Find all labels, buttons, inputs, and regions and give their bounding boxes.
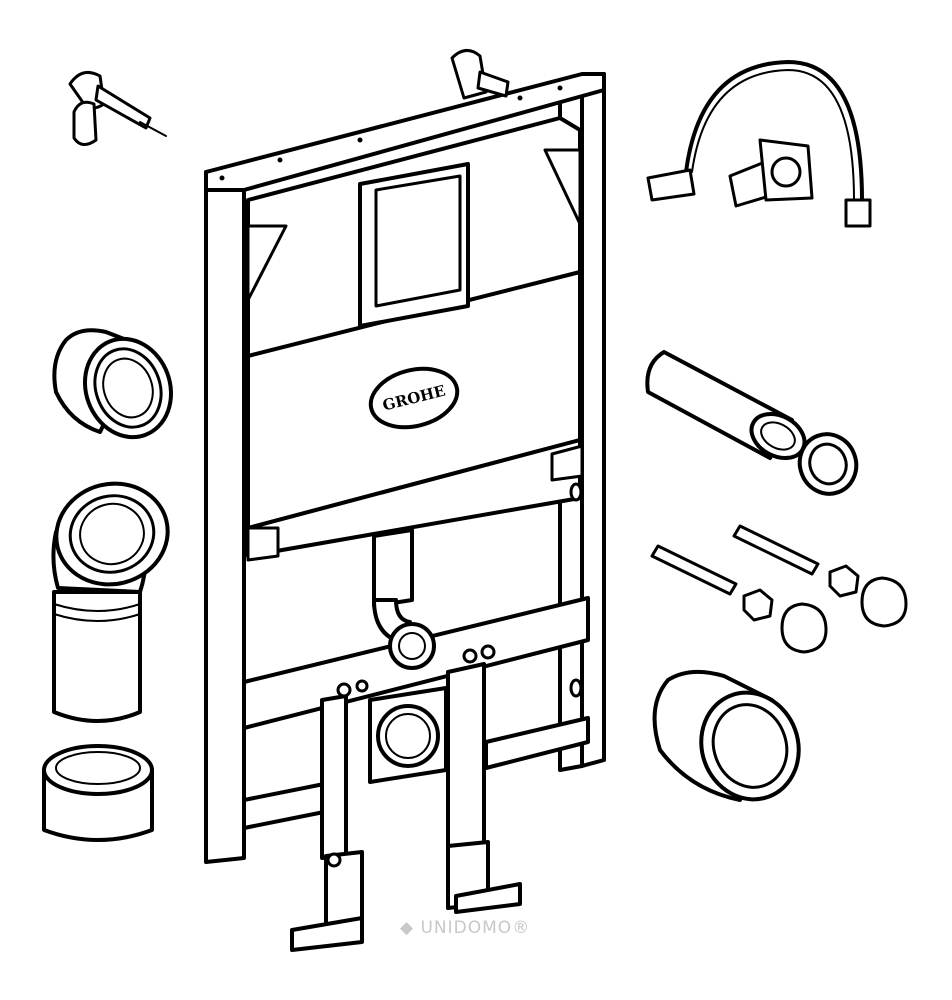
cap-nut-icon [780,576,908,654]
flush-pipe-icon [645,350,807,461]
nut-icon [742,564,860,622]
brand-logo: GROHE [368,366,460,430]
watermark-icon: ◆ [400,918,415,938]
wall-anchor-bracket-icon [68,70,167,146]
wc-connector-sleeve-icon [652,669,801,802]
water-supply-hose-icon [646,60,872,228]
watermark: ◆ UNIDOMO® [400,918,531,938]
installation-frame [204,49,606,952]
pan-connector-bend-icon [51,481,170,723]
angle-valve-icon [728,138,814,208]
pipe-connector-ring-icon [52,328,174,440]
mounting-bolt-icon [650,524,820,596]
watermark-text: UNIDOMO [420,918,513,938]
seal-ring-icon [797,432,859,496]
end-cap-icon [42,744,154,842]
